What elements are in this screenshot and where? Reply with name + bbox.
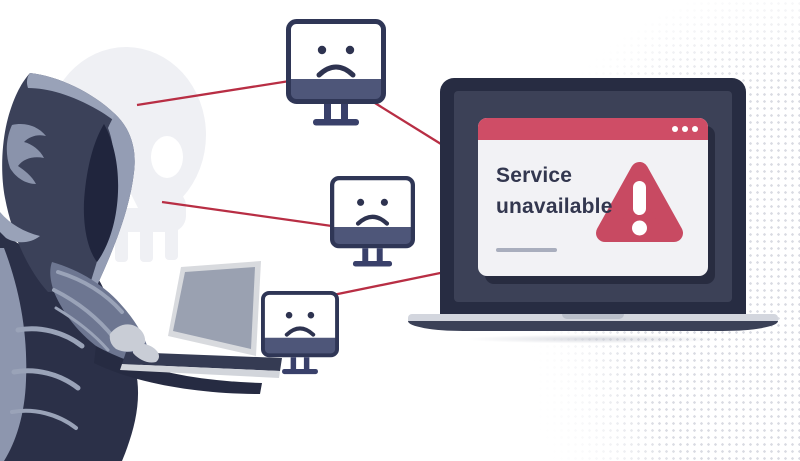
warning-triangle-icon: [596, 162, 683, 242]
window-dots-icon: [672, 126, 698, 132]
attack-line-monitor-1-to-server: [361, 94, 450, 150]
attack-line-hacker-to-monitor-1: [136, 78, 297, 107]
browser-titlebar: [478, 118, 708, 140]
browser-content: Service unavailable: [478, 140, 708, 276]
laptop-bezel: Service unavailable: [440, 78, 746, 314]
browser-error-window: Service unavailable: [478, 118, 708, 276]
sad-face-monitor-icon: [286, 19, 386, 126]
laptop-base-bottom: [408, 321, 778, 331]
error-message: Service unavailable: [496, 164, 613, 218]
attack-line-hacker-to-monitor-2: [161, 200, 347, 230]
target-server-laptop: Service unavailable: [408, 78, 778, 353]
sad-face-monitor-icon: [261, 291, 339, 375]
window-dot: [682, 126, 688, 132]
text-placeholder-bar: [496, 248, 557, 252]
attack-lines: [136, 78, 451, 298]
window-dot: [672, 126, 678, 132]
laptop-hinge-notch: [562, 314, 624, 319]
laptop-shadow: [422, 333, 764, 345]
sad-face-monitor-icon: [330, 176, 416, 267]
attack-line-monitor-3-to-server: [327, 269, 451, 298]
window-dot: [692, 126, 698, 132]
hacker-laptop-icon: [94, 261, 282, 394]
hooded-hacker-with-laptop-icon: [0, 73, 282, 461]
